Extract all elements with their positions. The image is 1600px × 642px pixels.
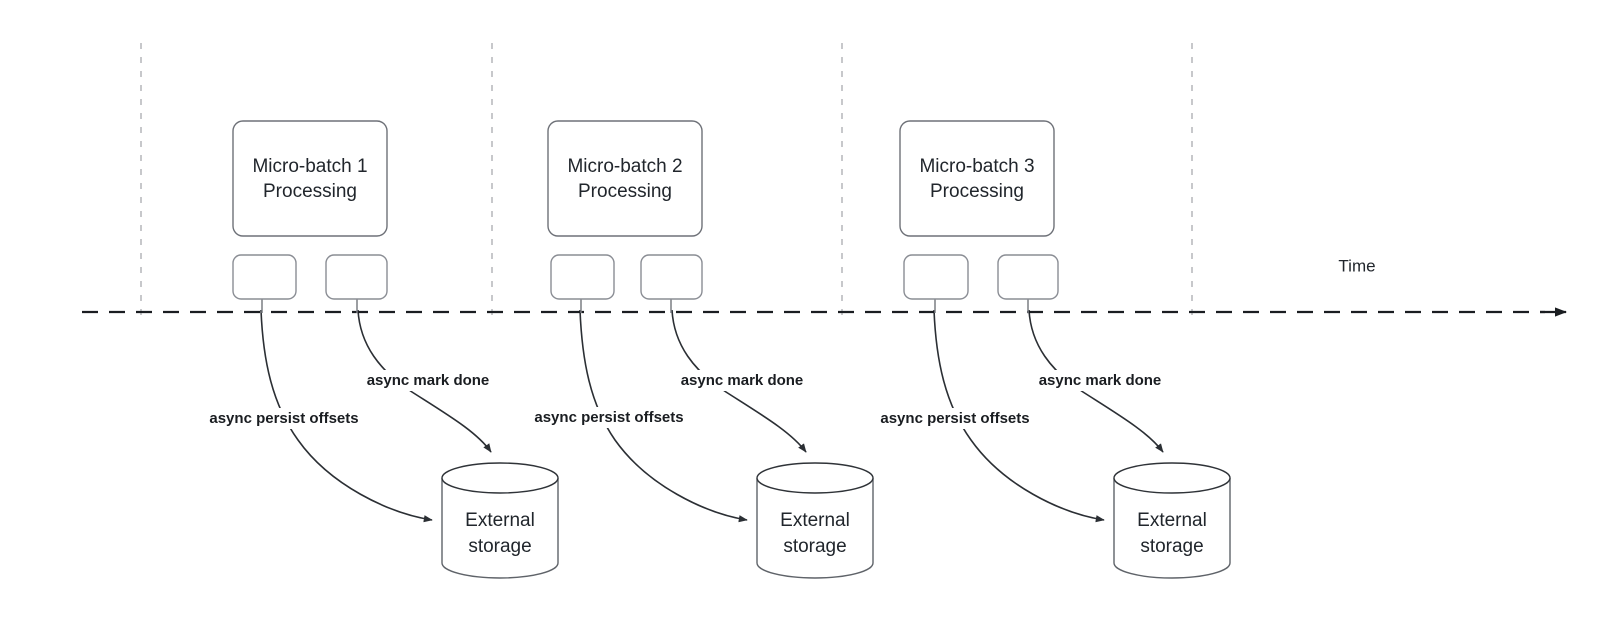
mini-box-persist-1[interactable]: [232, 254, 297, 300]
edge-label-markdone-3: async mark done: [1030, 370, 1171, 391]
edge-label-markdone-2: async mark done: [672, 370, 813, 391]
external-storage-1[interactable]: External storage: [441, 462, 559, 579]
micro-batch-2-rect: [547, 120, 703, 237]
persist-1-text: async persist offsets: [209, 410, 358, 427]
external-storage-2-top: [756, 462, 874, 494]
external-storage-1-line2: storage: [468, 536, 531, 557]
external-storage-2-line1: External: [780, 510, 850, 531]
micro-batch-1-box[interactable]: Micro-batch 1 Processing: [232, 120, 388, 237]
persist-3-text: async persist offsets: [880, 410, 1029, 427]
flow-persist-offsets-3: [933, 309, 1105, 523]
markdone-3-text: async mark done: [1039, 372, 1162, 389]
flow-arrow-group: [260, 309, 1164, 523]
persist-1-halo: [196, 408, 373, 429]
divider-group: [140, 43, 1193, 318]
micro-batch-1-line1: Micro-batch 1: [252, 156, 367, 177]
external-storage-3-top: [1113, 462, 1231, 494]
micro-batch-3-line1: Micro-batch 3: [919, 156, 1034, 177]
micro-batch-2-line2: Processing: [578, 181, 672, 202]
micro-batch-1-line2: Processing: [263, 181, 357, 202]
time-axis-label: Time: [1338, 256, 1375, 275]
micro-batch-3-box[interactable]: Micro-batch 3 Processing: [899, 120, 1055, 237]
timeline-axis: Time: [82, 256, 1567, 317]
external-storage-1-line1: External: [465, 510, 535, 531]
flow-mark-done-1: [357, 309, 492, 453]
external-storage-1-body: [441, 478, 559, 579]
mini-box-markdone-2[interactable]: [640, 254, 703, 300]
edge-label-persist-1: async persist offsets: [196, 408, 373, 429]
persist-3-halo: [867, 408, 1044, 429]
mini-box-markdone-3[interactable]: [997, 254, 1059, 300]
micro-batch-2-line1: Micro-batch 2: [567, 156, 682, 177]
micro-batch-3-rect: [899, 120, 1055, 237]
mini-box-persist-3[interactable]: [903, 254, 969, 300]
markdone-3-halo: [1030, 370, 1171, 391]
markdone-1-halo: [358, 370, 499, 391]
external-storage-3-line2: storage: [1140, 536, 1203, 557]
edge-label-markdone-1: async mark done: [358, 370, 499, 391]
external-storage-1-top: [441, 462, 559, 494]
markdone-2-halo: [672, 370, 813, 391]
external-storage-2[interactable]: External storage: [756, 462, 874, 579]
flow-persist-offsets-1: [260, 309, 433, 523]
persist-2-text: async persist offsets: [534, 409, 683, 426]
micro-batch-group-3: Micro-batch 3 Processing External storag…: [867, 120, 1231, 579]
flow-mark-done-3: [1028, 309, 1164, 453]
flow-mark-done-2: [671, 309, 807, 453]
edge-label-persist-3: async persist offsets: [867, 408, 1044, 429]
external-storage-2-line2: storage: [783, 536, 846, 557]
external-storage-3[interactable]: External storage: [1113, 462, 1231, 579]
micro-batch-group-2: Micro-batch 2 Processing External storag…: [521, 120, 874, 579]
markdone-1-text: async mark done: [367, 372, 490, 389]
flow-persist-offsets-2: [579, 309, 748, 523]
mini-box-markdone-1[interactable]: [325, 254, 388, 300]
micro-batch-3-line2: Processing: [930, 181, 1024, 202]
micro-batch-2-box[interactable]: Micro-batch 2 Processing: [547, 120, 703, 237]
micro-batch-group-1: Micro-batch 1 Processing External storag…: [196, 120, 559, 579]
external-storage-2-body: [756, 478, 874, 579]
external-storage-3-body: [1113, 478, 1231, 579]
persist-2-halo: [521, 407, 698, 428]
edge-label-persist-2: async persist offsets: [521, 407, 698, 428]
mini-box-persist-2[interactable]: [550, 254, 615, 300]
markdone-2-text: async mark done: [681, 372, 804, 389]
external-storage-3-line1: External: [1137, 510, 1207, 531]
micro-batch-1-rect: [232, 120, 388, 237]
